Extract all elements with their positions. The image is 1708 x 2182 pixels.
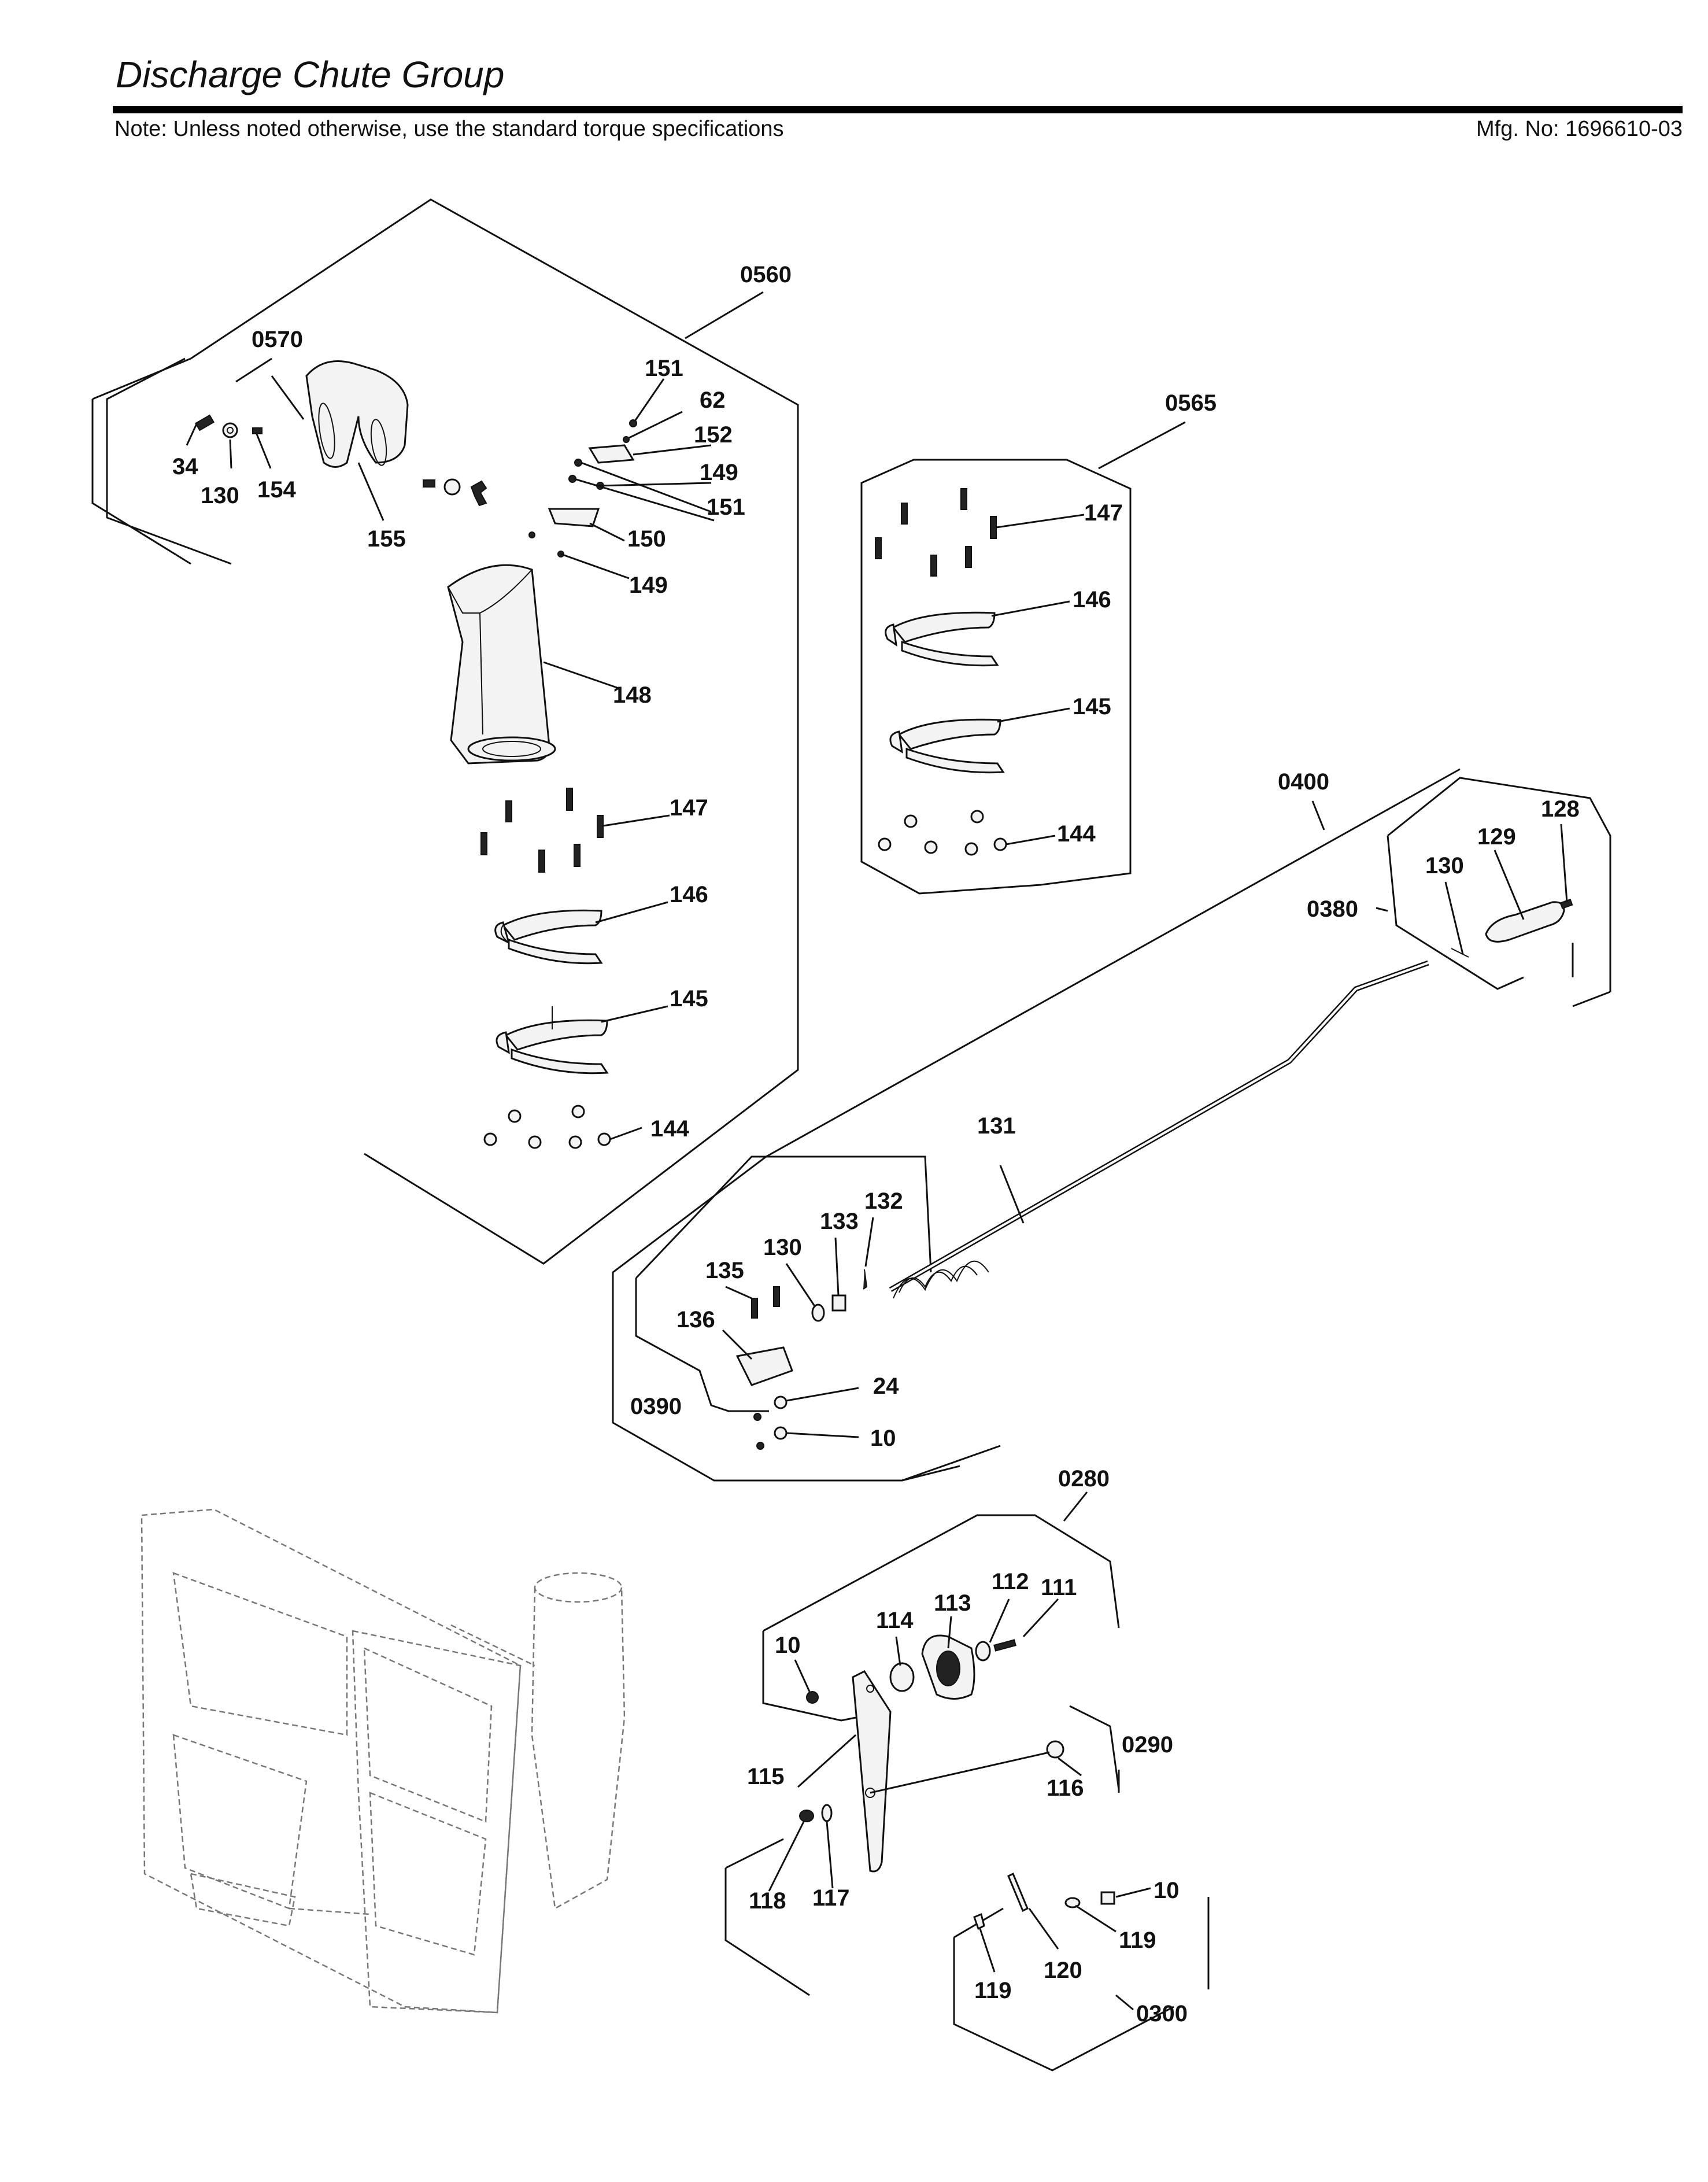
frame-0565 xyxy=(860,459,1132,895)
callout-0560: 0560 xyxy=(740,262,792,287)
housing-outline xyxy=(141,1508,626,2014)
frame-0380 xyxy=(1387,777,1611,1007)
callout-130: 130 xyxy=(1425,853,1464,878)
rod-131-part xyxy=(889,960,1429,1299)
ring-145-chute xyxy=(496,1006,609,1075)
leader-lines xyxy=(186,291,1568,2011)
callout-155: 155 xyxy=(367,526,406,552)
callout-116: 116 xyxy=(1047,1775,1084,1801)
callout-10: 10 xyxy=(775,1633,801,1658)
clip-and-bracket-parts xyxy=(528,419,637,558)
handle-0380-part xyxy=(1451,898,1573,958)
callout-130: 130 xyxy=(763,1235,802,1260)
callout-0300: 0300 xyxy=(1136,2001,1188,2026)
gear-113-part xyxy=(889,1634,1016,1700)
callout-0280: 0280 xyxy=(1058,1466,1110,1491)
frame-0280 xyxy=(762,1514,1120,1790)
callout-154: 154 xyxy=(257,477,296,503)
callout-0565: 0565 xyxy=(1165,390,1217,416)
callout-114: 114 xyxy=(876,1608,914,1633)
callout-34: 34 xyxy=(172,454,198,479)
title-rule xyxy=(113,106,1683,113)
callout-131: 131 xyxy=(977,1113,1016,1139)
deflector-0570-part xyxy=(305,360,409,468)
callout-62: 62 xyxy=(700,387,726,413)
callout-144: 144 xyxy=(650,1116,689,1142)
ring-145-kit xyxy=(889,718,1005,774)
callout-146: 146 xyxy=(1073,587,1111,612)
frame-0390 xyxy=(635,1155,960,1482)
callout-152: 152 xyxy=(694,422,733,448)
torque-note: Note: Unless noted otherwise, use the st… xyxy=(114,117,784,141)
callout-133: 133 xyxy=(820,1209,859,1234)
bolts-147-chute xyxy=(480,788,604,873)
callout-130: 130 xyxy=(201,483,239,508)
callout-150: 150 xyxy=(627,526,666,552)
frame-0400 xyxy=(612,768,1461,1482)
callout-148: 148 xyxy=(613,682,652,708)
callout-129: 129 xyxy=(1477,824,1516,850)
callout-0290: 0290 xyxy=(1122,1732,1173,1758)
callout-146: 146 xyxy=(670,882,708,907)
callout-0390: 0390 xyxy=(630,1394,682,1419)
ring-146-chute xyxy=(494,909,603,965)
bolts-147-kit xyxy=(875,488,997,577)
callout-118: 118 xyxy=(749,1888,786,1914)
frame-0290 xyxy=(724,1838,810,1996)
callout-111: 111 xyxy=(1041,1575,1077,1600)
callout-135: 135 xyxy=(705,1258,744,1283)
callout-149: 149 xyxy=(700,460,738,485)
chute-148-part xyxy=(447,564,556,765)
callout-147: 147 xyxy=(670,795,708,821)
callout-128: 128 xyxy=(1541,796,1580,822)
callout-labels: 0560 0570 34 130 154 155 151 62 152 149 … xyxy=(172,262,1580,2026)
callout-132: 132 xyxy=(864,1188,903,1214)
callout-149: 149 xyxy=(629,573,668,598)
callout-151: 151 xyxy=(645,356,683,381)
callout-145: 145 xyxy=(1073,694,1111,719)
callout-151: 151 xyxy=(707,494,745,520)
callout-120: 120 xyxy=(1044,1958,1082,1983)
deflector-hardware xyxy=(195,414,487,507)
callout-0570: 0570 xyxy=(252,327,303,352)
callout-145: 145 xyxy=(670,986,708,1011)
rod-hardware xyxy=(735,1269,868,1450)
ring-146-kit xyxy=(885,611,999,667)
callout-112: 112 xyxy=(992,1569,1029,1594)
callout-113: 113 xyxy=(934,1590,971,1616)
frame-0560 xyxy=(91,198,799,1265)
callout-119: 119 xyxy=(1119,1928,1156,1953)
callout-147: 147 xyxy=(1084,500,1123,526)
callout-119: 119 xyxy=(974,1978,1012,2003)
callout-117: 117 xyxy=(812,1885,850,1911)
bracket-hardware xyxy=(799,1691,1115,1930)
nuts-144-kit xyxy=(878,810,1007,856)
callout-10: 10 xyxy=(1154,1878,1180,1903)
page-title: Discharge Chute Group xyxy=(116,54,505,95)
nuts-144-chute xyxy=(483,1105,611,1149)
callout-144: 144 xyxy=(1057,821,1096,847)
callout-10: 10 xyxy=(870,1426,896,1451)
callout-24: 24 xyxy=(873,1374,899,1399)
bracket-115-part xyxy=(852,1670,892,1873)
callout-115: 115 xyxy=(747,1764,785,1789)
callout-0380: 0380 xyxy=(1307,896,1358,922)
callout-0400: 0400 xyxy=(1278,769,1329,795)
callout-136: 136 xyxy=(676,1307,715,1332)
mfg-number: Mfg. No: 1696610-03 xyxy=(1476,117,1683,141)
